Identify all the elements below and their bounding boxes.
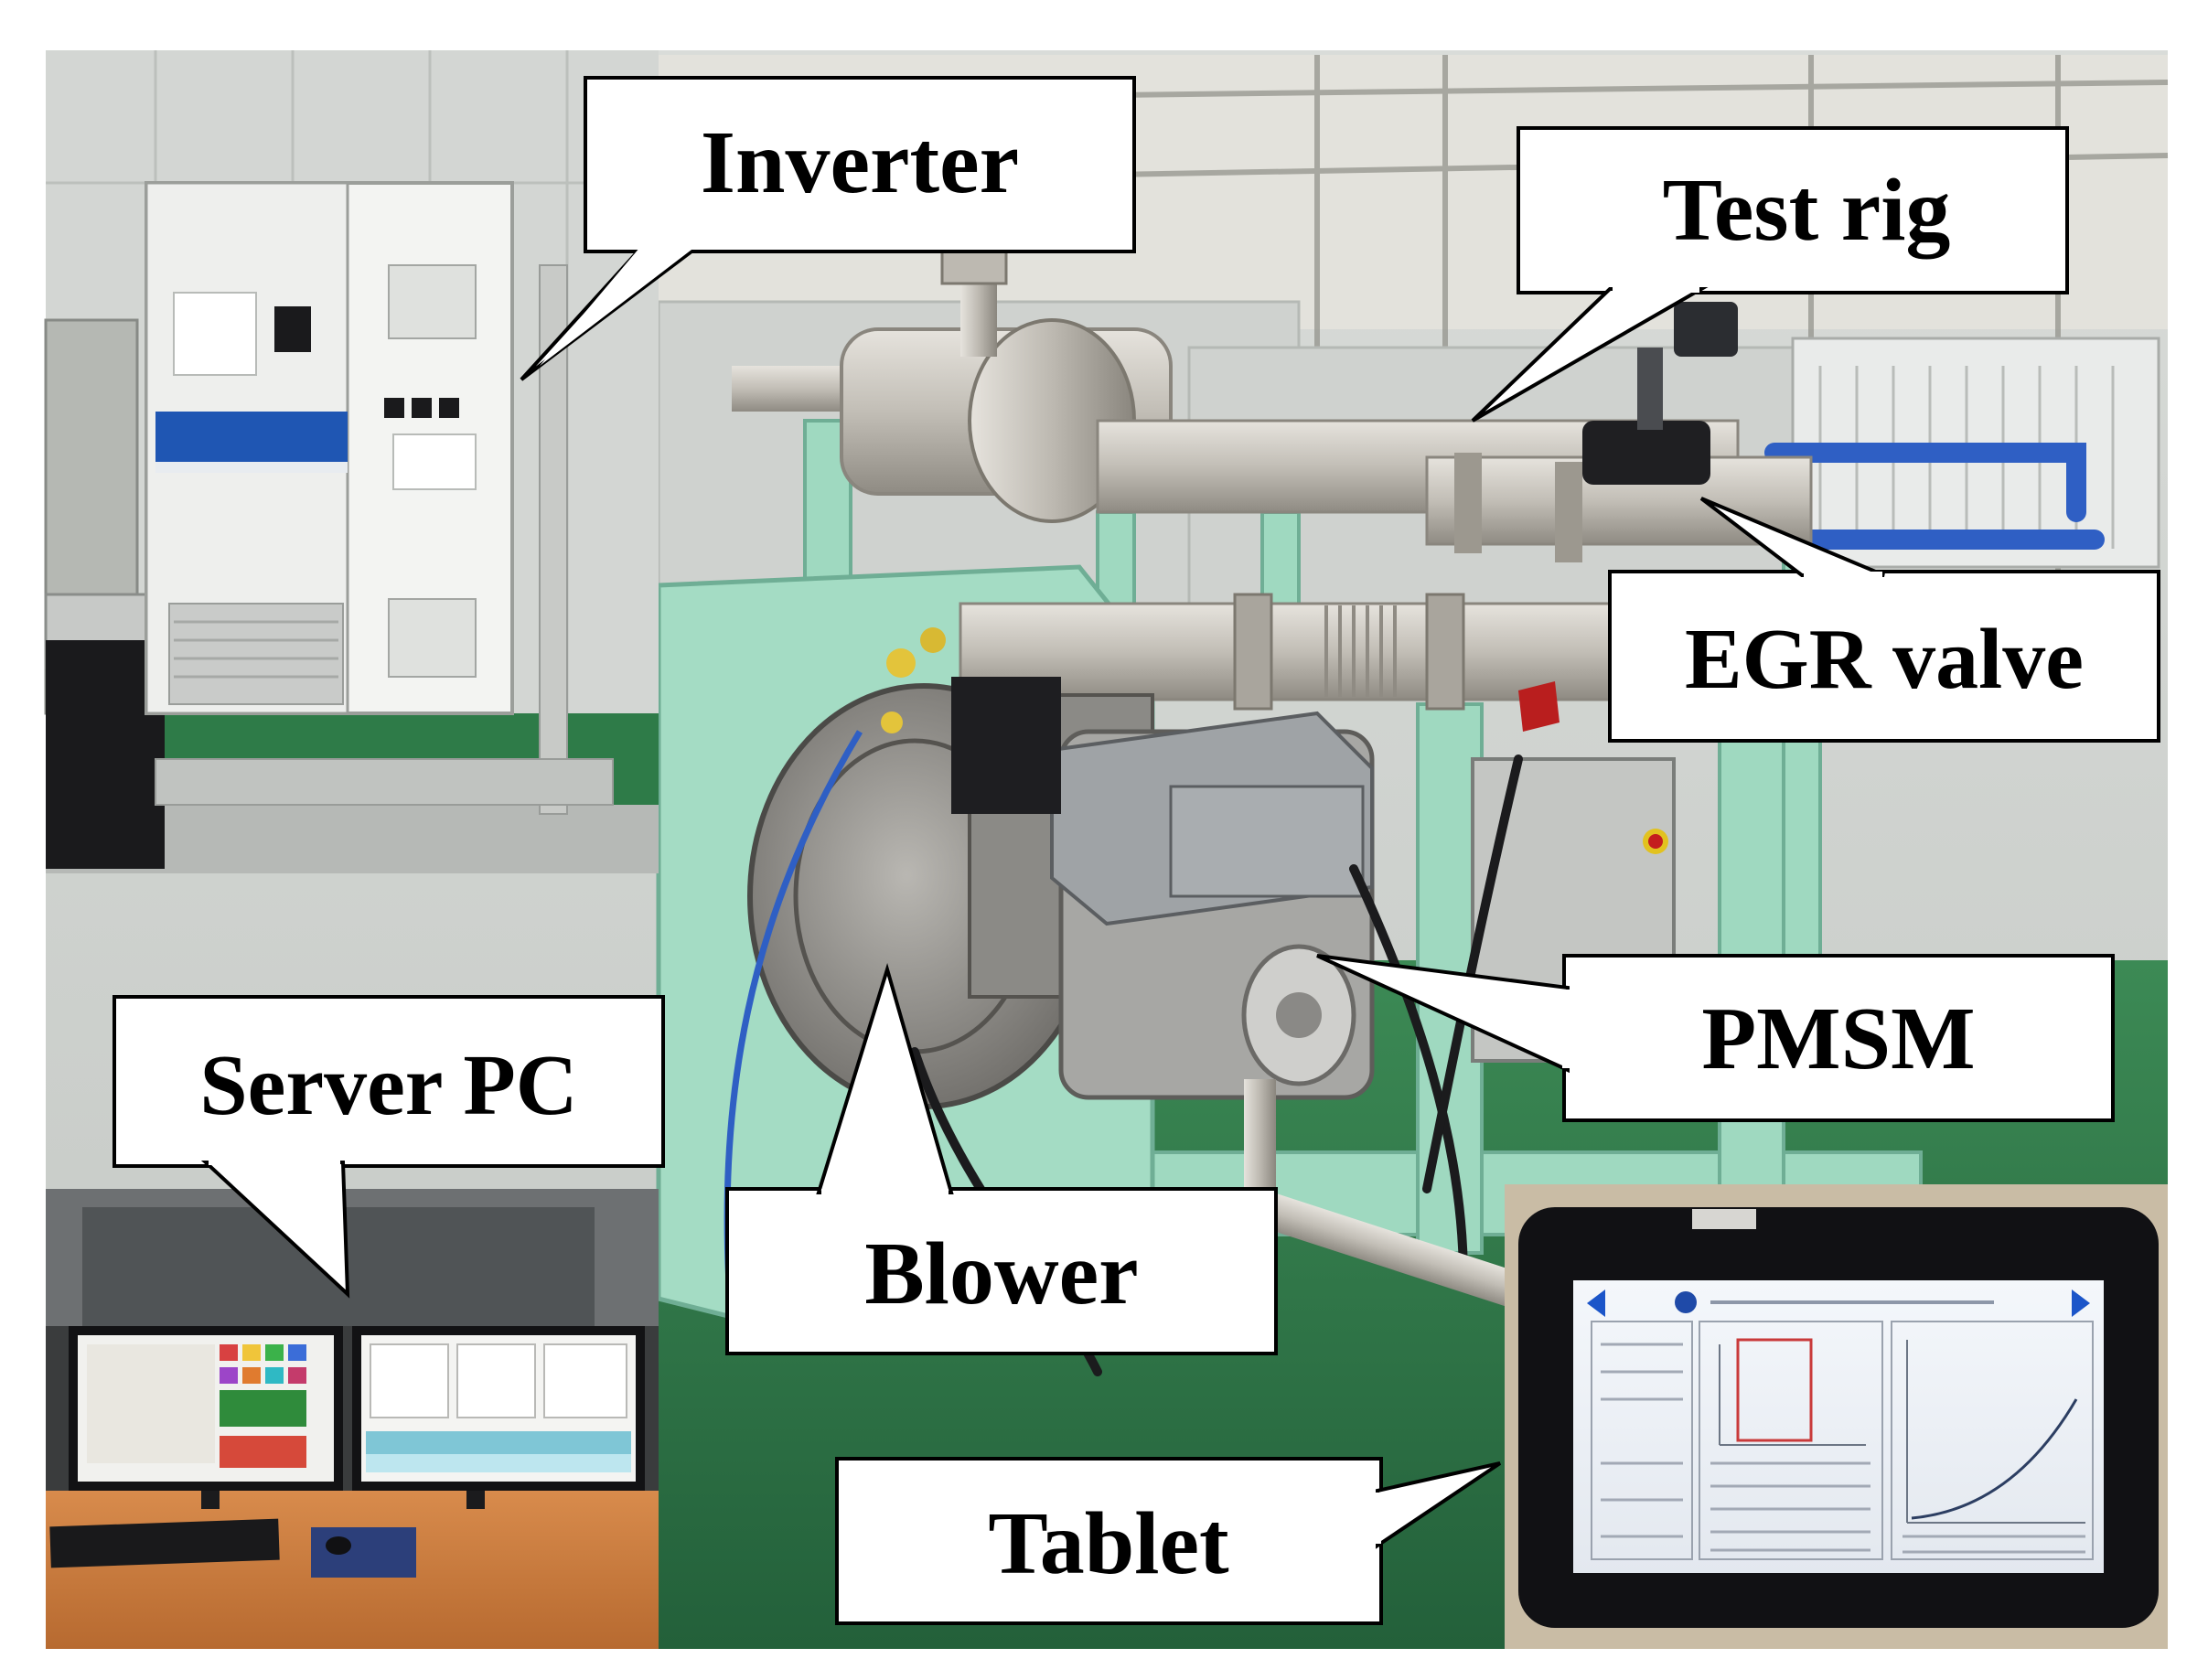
blue-coolant-pipes xyxy=(1764,443,2105,550)
callout-test-rig: Test rig xyxy=(1471,126,2069,423)
callout-egr-valve: EGR valve xyxy=(1608,497,2160,743)
label-inverter: Inverter xyxy=(701,113,1019,212)
lower-pipeline xyxy=(959,593,1630,711)
inverter-cabinet-photo xyxy=(44,50,659,873)
egr-valve-actuator xyxy=(1582,302,1738,485)
callout-server-pc: Server PC xyxy=(113,995,665,1299)
label-pmsm: PMSM xyxy=(1701,990,1975,1088)
sensor-manifold xyxy=(881,627,1061,814)
keyboard xyxy=(49,1518,280,1568)
tablet-photo xyxy=(1505,1184,2168,1649)
callout-pmsm: PMSM xyxy=(1316,954,2115,1122)
label-egr-valve: EGR valve xyxy=(1685,612,2084,707)
server-monitor-left xyxy=(69,1326,343,1491)
label-test-rig: Test rig xyxy=(1663,161,1951,260)
terminal-box xyxy=(1050,711,1374,926)
label-server-pc: Server PC xyxy=(199,1038,577,1133)
server-pc-photo xyxy=(46,1189,659,1649)
callout-tablet: Tablet xyxy=(835,1457,1502,1625)
mousepad xyxy=(311,1527,416,1578)
server-monitor-right xyxy=(352,1326,645,1491)
callout-inverter: Inverter xyxy=(520,76,1136,381)
tablet-screen xyxy=(1573,1280,2104,1573)
label-tablet: Tablet xyxy=(988,1494,1229,1593)
callout-blower: Blower xyxy=(725,962,1278,1355)
label-blower: Blower xyxy=(864,1225,1138,1323)
